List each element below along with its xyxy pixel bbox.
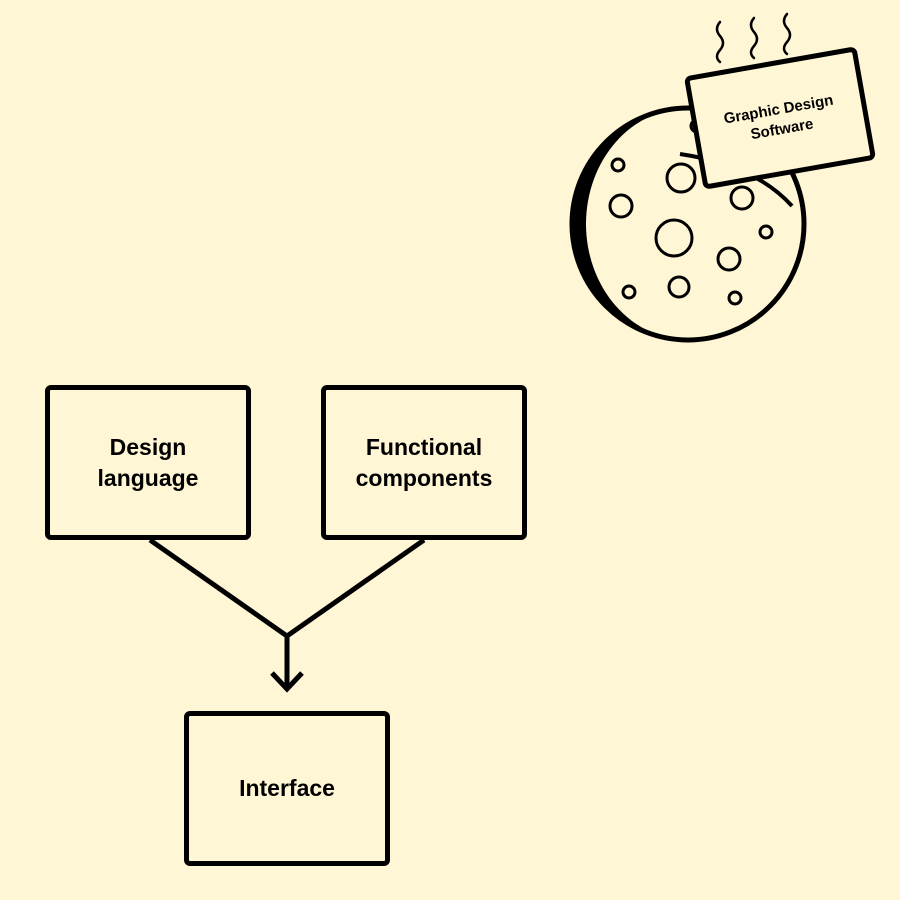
node-interface: Interface (184, 711, 390, 866)
node-functional-components-label: Functional components (356, 432, 493, 494)
sign-icon: Graphic Design Software (684, 47, 876, 189)
node-functional-components: Functional components (321, 385, 527, 540)
node-design-language-line2: language (97, 464, 199, 491)
arrowhead-icon (270, 671, 304, 693)
moon-craters (608, 118, 774, 306)
node-design-language-line1: Design (109, 433, 187, 460)
node-design-language: Design language (45, 385, 251, 540)
node-functional-components-line2: components (355, 464, 493, 491)
node-functional-components-line1: Functional (365, 433, 483, 460)
edge-functional-components-to-interface (285, 537, 426, 639)
edge-design-language-to-interface (148, 537, 290, 688)
node-interface-label: Interface (239, 775, 335, 801)
connectors (148, 537, 426, 693)
steam-icon (715, 12, 792, 64)
node-design-language-label: Design language (98, 432, 199, 494)
